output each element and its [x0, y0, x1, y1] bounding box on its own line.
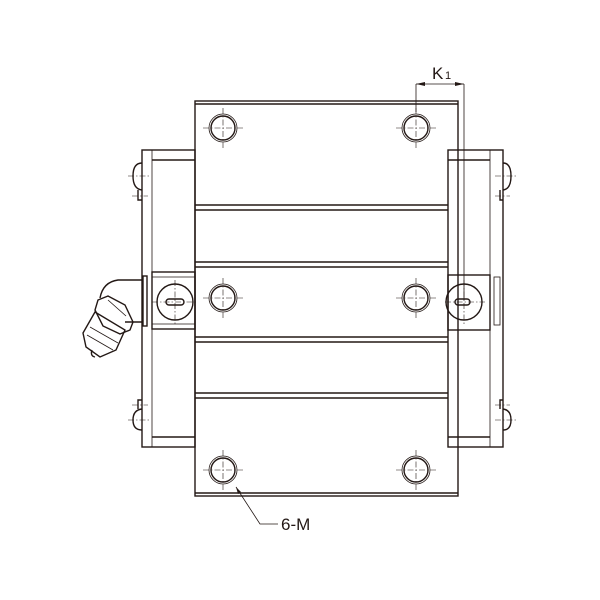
right-end-plate [447, 149, 516, 448]
hole-callout-label: 6-M [281, 515, 310, 534]
k1-subscript: 1 [445, 70, 451, 82]
mounting-hole [203, 108, 243, 148]
k1-dimension: K 1 [415, 64, 465, 300]
hole-callout: 6-M [235, 486, 310, 534]
mounting-hole [396, 450, 436, 490]
mounting-holes [203, 108, 436, 490]
mounting-hole [203, 450, 243, 490]
left-lube-port [152, 280, 198, 324]
k1-label: K [432, 64, 444, 83]
mounting-hole [396, 278, 436, 318]
left-end-plate [128, 149, 196, 448]
right-lube-port [445, 280, 485, 324]
mounting-hole [396, 108, 436, 148]
grease-nipple-icon [82, 275, 148, 358]
mounting-hole [203, 278, 243, 318]
